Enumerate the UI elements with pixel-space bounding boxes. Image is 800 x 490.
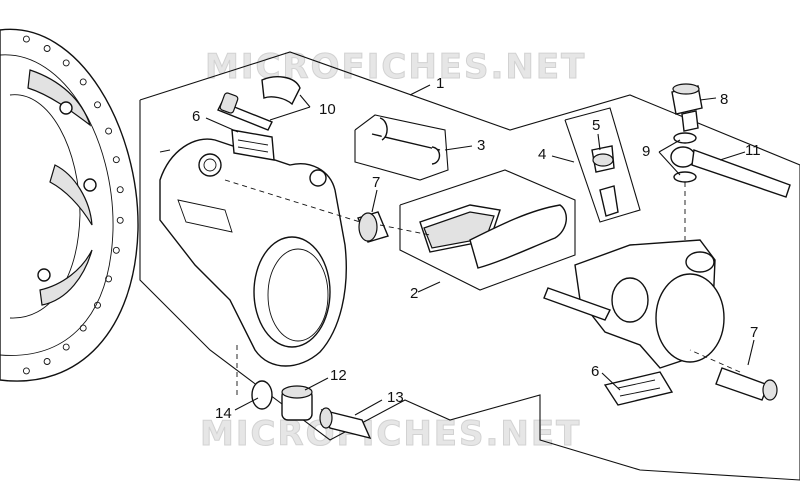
callout-5: 5 — [592, 117, 600, 134]
callout-11: 11 — [745, 142, 761, 159]
callout-3: 3 — [477, 137, 485, 154]
pin-bolt-13 — [319, 407, 372, 440]
disc-hole — [94, 301, 101, 309]
disc-hole — [79, 78, 87, 86]
disc-hole — [116, 216, 124, 224]
callout-6-upper: 6 — [192, 108, 200, 125]
brake-hose-11 — [670, 146, 791, 198]
callout-12: 12 — [330, 367, 347, 384]
disc-hole — [43, 358, 51, 365]
brake-pads-2 — [399, 169, 576, 291]
callout-13: 13 — [387, 389, 404, 406]
disc-hole — [22, 35, 30, 43]
disc-hole — [105, 127, 113, 135]
disc-hole — [62, 343, 70, 351]
spacer-12 — [281, 385, 313, 421]
pad-pin-kit-3 — [354, 114, 449, 181]
alignment-lines — [224, 179, 741, 395]
callout-2: 2 — [410, 285, 418, 302]
callout-9: 9 — [642, 143, 650, 160]
callout-10: 10 — [319, 101, 336, 118]
banjo-bolt-8 — [671, 83, 703, 183]
callout-7-upper: 7 — [372, 174, 380, 191]
anti-rattle-spring-6-upper — [231, 129, 275, 161]
caliper-carrier-bracket — [159, 138, 347, 367]
callout-8: 8 — [720, 91, 728, 108]
leader-lines — [205, 84, 755, 416]
disc-hole — [62, 59, 70, 67]
brake-caliper-body — [543, 239, 725, 369]
disc-hole — [79, 324, 87, 332]
anti-rattle-spring-6-lower — [603, 371, 674, 406]
circlip-14 — [251, 380, 273, 410]
disc-hole — [112, 156, 120, 164]
callout-7-lower: 7 — [750, 324, 758, 341]
bushing-7-upper — [357, 211, 389, 243]
disc-hole — [43, 45, 51, 52]
bushing-7-lower — [715, 367, 778, 401]
callout-1: 1 — [436, 75, 444, 92]
disc-hole — [22, 367, 30, 375]
callout-6-lower: 6 — [591, 363, 599, 380]
bleeder-valve-set-4 — [564, 107, 641, 223]
brake-disc — [0, 28, 139, 382]
callout-14: 14 — [215, 405, 232, 422]
disc-hole — [116, 186, 124, 194]
assembly-frame — [139, 51, 800, 481]
disc-hole — [94, 101, 101, 109]
callout-labels: 1 2 3 4 5 6 6 7 7 8 9 10 11 12 13 14 — [192, 75, 761, 422]
disc-hole — [105, 275, 113, 283]
watermark-bottom: MICROFICHES.NET — [200, 414, 581, 454]
callout-4: 4 — [538, 146, 546, 163]
disc-hole — [112, 246, 120, 254]
retaining-pin-10 — [217, 76, 301, 131]
